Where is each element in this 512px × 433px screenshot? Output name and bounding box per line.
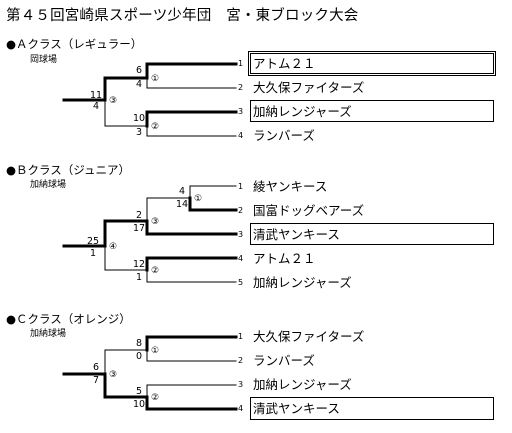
a-g1-top-line: [145, 62, 238, 80]
b-g1-score-bottom: 14: [176, 199, 188, 210]
b-g1-bottom-line: [188, 196, 238, 212]
c-g3-score-top: 6: [93, 362, 99, 373]
b-g2-score-bottom: 1: [136, 272, 142, 283]
seed-a2: 2: [238, 83, 244, 92]
a-g2-num: ②: [151, 122, 159, 132]
section-b-title: ●Ｂクラス（ジュニア）: [6, 163, 130, 177]
a-g1-score-bottom: 4: [136, 79, 142, 90]
team-b2[interactable]: 国富ドッグベアーズ: [253, 203, 365, 218]
seed-a3: 3: [238, 107, 244, 116]
c-g1-score-top: 8: [136, 338, 142, 349]
section-c-title: ●Ｃクラス（オレンジ）: [6, 312, 131, 326]
b-g2-num: ②: [151, 266, 159, 276]
section-b-venue: 加納球場: [30, 180, 67, 190]
a-g1-num: ①: [151, 74, 159, 84]
b-g2-bottom-line: [146, 269, 237, 283]
c-g1-score-bottom: 0: [136, 351, 142, 362]
b-g1-num: ①: [194, 194, 202, 204]
b-g3-bottom-line: [145, 219, 238, 236]
team-b1[interactable]: 綾ヤンキース: [253, 179, 328, 194]
team-a1[interactable]: アトム２１: [253, 56, 316, 71]
team-a2[interactable]: 大久保ファイターズ: [253, 80, 365, 95]
a-g3-score-top: 11: [90, 90, 102, 101]
team-a3[interactable]: 加納レンジャーズ: [253, 104, 352, 119]
seed-b4: 4: [238, 254, 244, 263]
c-g1-num: ①: [151, 346, 159, 356]
c-g3-score-bottom: 7: [93, 375, 99, 386]
c-g1-top-line: [145, 335, 238, 352]
a-g1-bottom-line: [146, 77, 237, 89]
a-g2-top-line: [145, 110, 238, 128]
b-final-top-line: [103, 219, 149, 248]
c-g2-bottom-line: [145, 395, 238, 411]
section-a-venue: 岡球場: [30, 55, 58, 65]
seed-b3: 3: [238, 230, 244, 239]
b-g1-score-top: 4: [179, 186, 185, 197]
a-g2-bottom-line: [146, 125, 237, 137]
b-g3-score-top: 2: [136, 210, 142, 221]
c-g1-bottom-line: [146, 349, 237, 362]
a-final-bottom-line: [104, 99, 148, 127]
seed-a1: 1: [238, 59, 244, 68]
section-a-title: ●Ａクラス（レギュラー）: [6, 37, 143, 51]
b-final-bottom-line: [104, 245, 148, 271]
team-a3-box: [250, 100, 494, 122]
b-g3-score-bottom: 17: [133, 223, 145, 234]
b-g3-num: ③: [151, 217, 159, 227]
team-c3[interactable]: 加納レンジャーズ: [253, 377, 352, 392]
team-b3-box: [250, 223, 494, 245]
a-g3-score-bottom: 4: [93, 101, 99, 112]
b-g2-top-line: [145, 256, 238, 272]
c-g2-top-line: [146, 384, 237, 398]
team-b4[interactable]: アトム２１: [253, 251, 316, 266]
seed-c1: 1: [238, 332, 244, 341]
seed-c4: 4: [238, 404, 244, 413]
c-final-bottom-line: [103, 372, 149, 399]
a-g2-score-top: 10: [133, 113, 145, 124]
seed-b1: 1: [238, 182, 244, 191]
team-c4-box: [250, 397, 494, 420]
c-g3-num: ③: [109, 370, 117, 380]
page-title: 第４５回宮崎県スポーツ少年団 宮・東ブロック大会: [6, 8, 359, 24]
team-b3[interactable]: 清武ヤンキース: [253, 227, 340, 242]
team-b5[interactable]: 加納レンジャーズ: [253, 275, 352, 290]
c-g2-score-bottom: 10: [133, 399, 145, 410]
team-c1[interactable]: 大久保ファイターズ: [253, 329, 365, 344]
seed-c2: 2: [238, 356, 244, 365]
team-c4[interactable]: 清武ヤンキース: [253, 401, 340, 416]
b-g3-top-line: [146, 197, 191, 222]
seed-b5: 5: [238, 278, 244, 287]
b-g4-score-bottom: 1: [90, 248, 96, 259]
team-a1-box: [248, 51, 496, 76]
team-c2[interactable]: ランバーズ: [253, 353, 315, 368]
b-g2-score-top: 12: [133, 259, 145, 270]
c-g2-score-top: 5: [136, 386, 142, 397]
c-g2-num: ②: [151, 393, 159, 403]
b-g1-top-line: [189, 185, 237, 199]
seed-c3: 3: [238, 380, 244, 389]
team-a4[interactable]: ランバーズ: [253, 128, 315, 143]
a-g3-num: ③: [109, 96, 117, 106]
b-g4-num: ④: [109, 242, 117, 252]
b-g4-score-top: 25: [87, 236, 99, 247]
a-final-top-line: [103, 76, 149, 102]
a-g2-score-bottom: 3: [136, 127, 142, 138]
a-g1-score-top: 6: [136, 65, 142, 76]
c-final-top-line: [104, 349, 148, 375]
seed-b2: 2: [238, 206, 244, 215]
section-c-venue: 加納球場: [30, 329, 67, 339]
seed-a4: 4: [238, 131, 244, 140]
